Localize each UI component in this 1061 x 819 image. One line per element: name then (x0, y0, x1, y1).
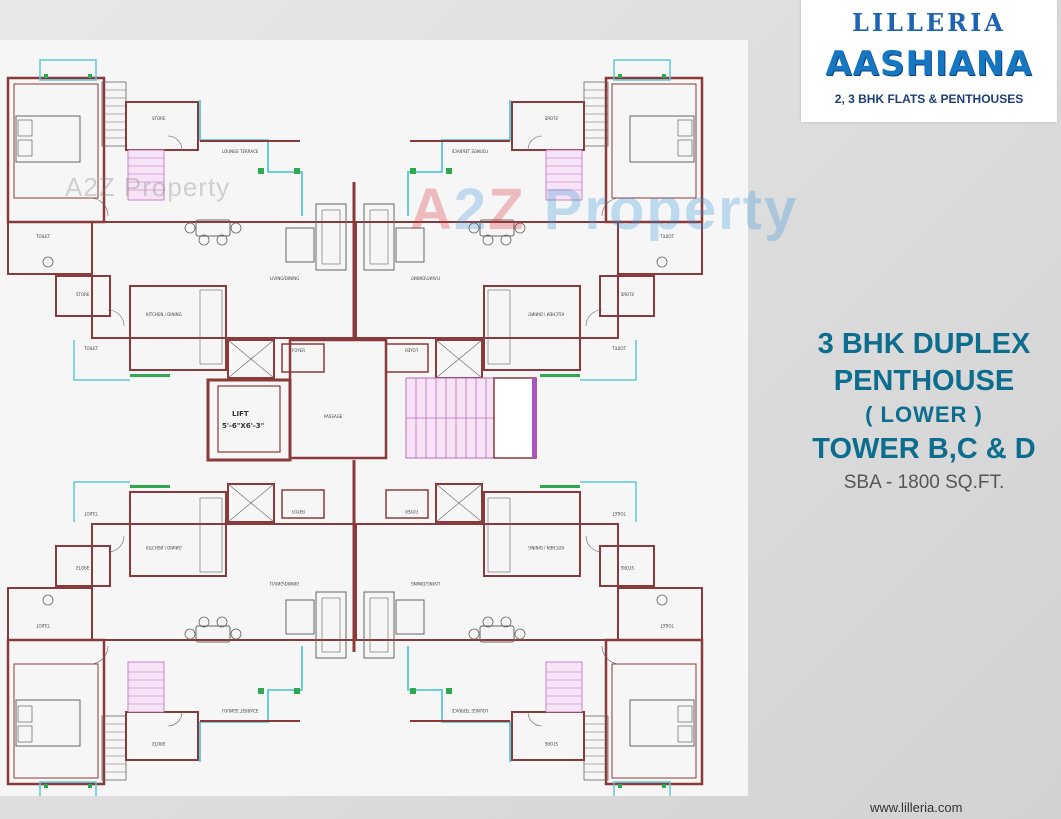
toilet-label-2: TOILET (83, 346, 99, 351)
area-label: SBA - 1800 SQ.FT. (843, 472, 1005, 493)
passage-core (288, 338, 388, 460)
logo-tagline: 2, 3 BHK FLATS & PENTHOUSES (834, 92, 1024, 106)
apartment-quadrant-top-left: STORE LOUNGE TERRACE LIVING/DINING (6, 59, 355, 381)
title-line-3: ( LOWER ) (865, 402, 983, 427)
foyer-label: FOYER (292, 348, 305, 353)
lift-label: LIFT (232, 410, 249, 418)
watermark-main: A2Z Property (410, 177, 799, 242)
store-label: STORE (152, 116, 166, 121)
store-label-2: STORE (76, 292, 90, 297)
passage-label: PASSAGE (324, 414, 343, 419)
living-label: LIVING/DINING (270, 276, 299, 281)
lounge-terrace-label: LOUNGE TERRACE (222, 149, 259, 154)
floor-plan-sheet: STORE LOUNGE TERRACE LIVING/DINING (0, 40, 748, 796)
title-line-4: TOWER B,C & D (812, 433, 1036, 465)
title-line-2: PENTHOUSE (833, 365, 1015, 397)
kitchen-label: KITCHEN / DINING (146, 312, 182, 317)
logo-project-name: AASHIANA (825, 44, 1033, 84)
apartment-quadrant-bottom-right (354, 480, 704, 796)
central-staircase (405, 377, 537, 459)
logo-brand-name: LILLERIA (852, 8, 1006, 37)
floor-plan-drawing: STORE LOUNGE TERRACE LIVING/DINING (6, 58, 704, 796)
website-url: www.lilleria.com (870, 800, 963, 815)
lift-shaft (206, 378, 292, 462)
toilet-label: TOILET (35, 234, 51, 239)
brand-logo: LILLERIA AASHIANA 2, 3 BHK FLATS & PENTH… (801, 0, 1057, 122)
lift-size-label: 5'-6"X6'-3" (222, 422, 264, 430)
watermark-secondary: A2Z Property (65, 172, 231, 202)
plan-title: 3 BHK DUPLEX PENTHOUSE ( LOWER ) TOWER B… (790, 326, 1058, 496)
title-line-1: 3 BHK DUPLEX (817, 328, 1031, 360)
apartment-quadrant-bottom-left (6, 480, 356, 796)
